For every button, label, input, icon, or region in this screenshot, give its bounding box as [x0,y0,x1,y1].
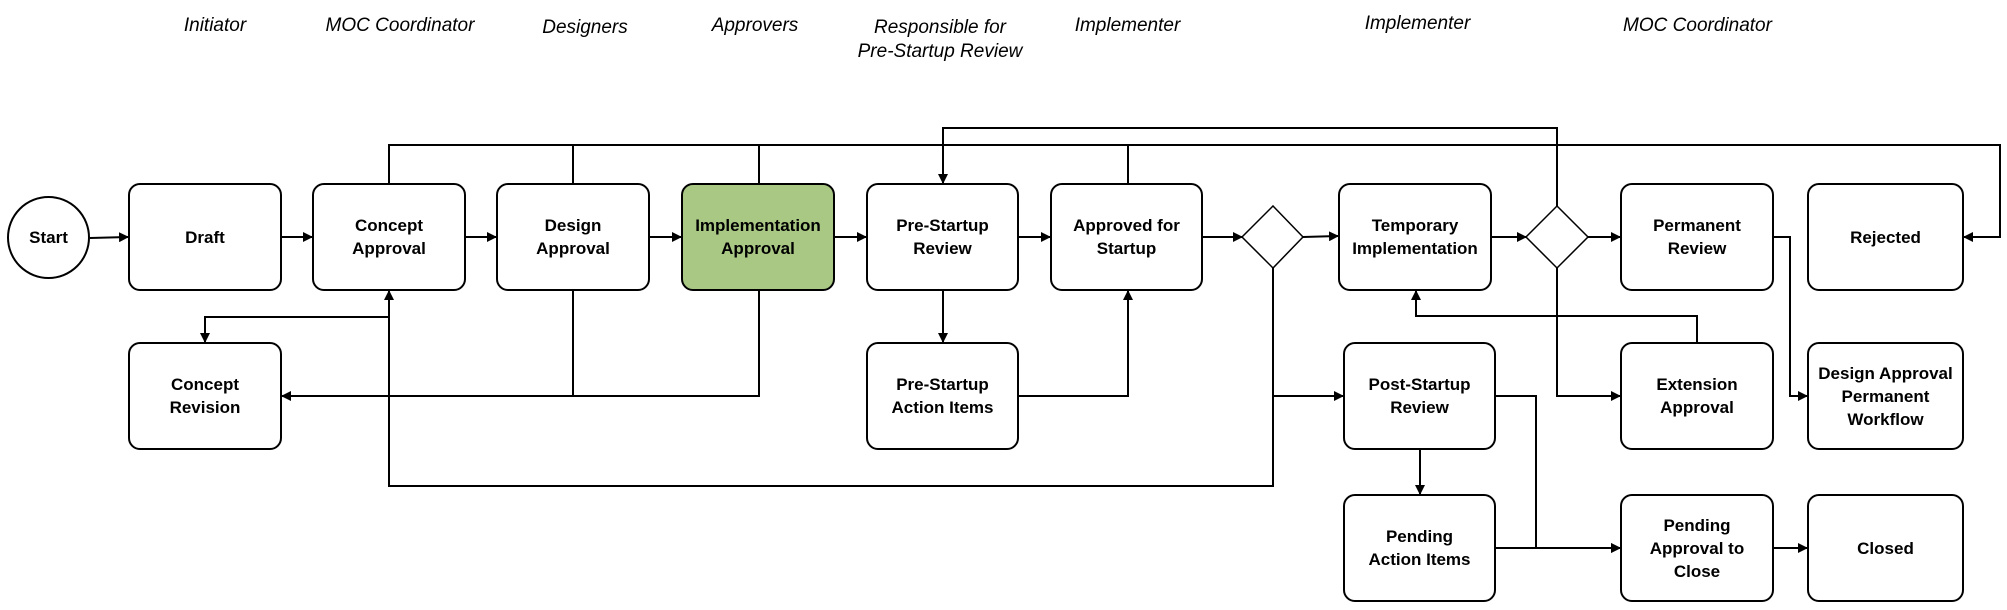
state-post-startup-review[interactable]: Post-Startup Review [1343,342,1496,450]
state-implementation-approval[interactable]: Implementation Approval [681,183,835,291]
state-design-approval[interactable]: Design Approval [496,183,650,291]
line-rejection-bus [388,144,2001,242]
role-initiator: Initiator [183,15,247,36]
role-implementer: Implementer [1364,13,1471,34]
arrow-implementation-to-revision [281,291,760,401]
role-pre-startup-responsible: Responsible for Pre-Startup Review [857,17,1023,62]
arrow-start-to-draft [89,232,129,243]
state-pre-startup-action-items[interactable]: Pre-Startup Action Items [866,342,1019,450]
state-label: Pending Approval to Close [1649,515,1745,581]
state-label: Design Approval Permanent Workflow [1818,363,1953,429]
state-label: Concept Revision [169,375,241,417]
start-node[interactable]: Start [7,196,90,279]
decision-diamond-1 [1240,204,1305,270]
state-concept-revision[interactable]: Concept Revision [128,342,282,450]
state-label: Design Approval [536,216,610,258]
arrow-post-startup-to-pending-close [1496,395,1621,553]
state-label: Concept Approval [352,216,426,258]
arrow-concept-to-revision [200,316,389,343]
state-label: Rejected [1850,227,1921,247]
state-design-approval-permanent-workflow[interactable]: Design Approval Permanent Workflow [1807,342,1964,450]
state-draft[interactable]: Draft [128,183,282,291]
role-implementer: Implementer [1074,15,1181,36]
arrow-permanent-to-design-permanent [1774,236,1808,401]
role-approvers: Approvers [711,15,799,36]
state-rejected[interactable]: Rejected [1807,183,1964,291]
state-label: Extension Approval [1656,375,1738,417]
role-moc-coordinator: MOC Coordinator [1623,15,1772,36]
state-label: Temporary Implementation [1352,216,1478,258]
state-label: Pre-Startup Review [896,216,989,258]
start-label: Start [29,228,68,247]
state-label: Approved for Startup [1073,216,1180,258]
state-label: Pre-Startup Action Items [891,375,994,417]
arrow-diamond-2-to-extension [1556,268,1621,401]
state-label: Closed [1857,538,1914,558]
arrow-action-items-to-approved [1019,290,1133,397]
decision-diamond-2 [1524,204,1590,270]
line-loop-to-pre-startup [938,127,1558,206]
state-pre-startup-review[interactable]: Pre-Startup Review [866,183,1019,291]
state-extension-approval[interactable]: Extension Approval [1620,342,1774,450]
state-pending-action-items[interactable]: Pending Action Items [1343,494,1496,602]
role-designers: Designers [542,17,628,38]
state-label: Post-Startup Review [1368,375,1471,417]
state-approved-for-startup[interactable]: Approved for Startup [1050,183,1203,291]
state-temporary-implementation[interactable]: Temporary Implementation [1338,183,1492,291]
role-moc-coordinator: MOC Coordinator [325,15,475,36]
state-closed[interactable]: Closed [1807,494,1964,602]
arrow-extension-to-temporary [1411,290,1698,342]
state-label: Permanent Review [1653,216,1741,258]
arrow-diamond-1-to-temporary [1302,231,1339,242]
state-label: Pending Action Items [1368,527,1471,569]
arrow-diamond-1-to-concept [384,268,1274,487]
state-label: Implementation Approval [695,216,821,258]
state-permanent-review[interactable]: Permanent Review [1620,183,1774,291]
state-pending-approval-to-close[interactable]: Pending Approval to Close [1620,494,1774,602]
state-concept-approval[interactable]: Concept Approval [312,183,466,291]
state-label: Draft [185,227,225,247]
